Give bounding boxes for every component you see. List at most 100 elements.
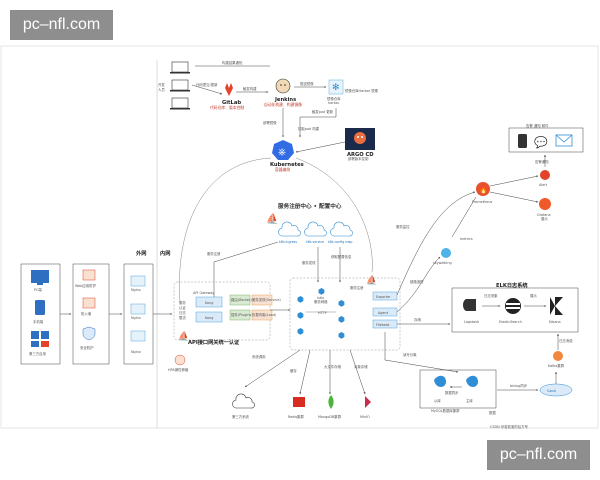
gateway-title: API Gateway <box>193 291 214 295</box>
zone-outer-label: 外网 <box>136 249 146 257</box>
gateway-feature-0 <box>229 294 251 306</box>
argocd-pull2: 触发pod 更新 <box>312 109 334 114</box>
storage-db-label: 大文件存储 <box>324 364 342 369</box>
mysql-master-label: 主库 <box>466 398 473 403</box>
svg-text:Nginx: Nginx <box>131 316 141 320</box>
hpa: HPA弹性伸缩 <box>168 354 189 372</box>
watermark-bottom: pc–nfl.com <box>487 440 590 470</box>
elk-title: ELK日志系统 <box>496 281 528 289</box>
alert-icon <box>540 170 550 180</box>
gateway-register-label: 服务注册 <box>207 251 221 256</box>
kubernetes-desc: 容器编排 <box>275 167 290 172</box>
kibana: Kibana <box>549 297 563 324</box>
k8s-to-gateway-curve <box>179 157 272 303</box>
logstash-name: Logstash <box>464 320 479 324</box>
canal-name: Canal <box>547 389 556 393</box>
svg-text:⎈: ⎈ <box>278 147 286 158</box>
svg-text:Agent: Agent <box>378 311 389 315</box>
agent-to-skywalking <box>396 256 441 313</box>
trigger-label: 触发构建 <box>243 86 257 91</box>
mysql-read-label: 读写分离 <box>403 352 417 357</box>
registry-item-0: k8s ingress <box>278 221 301 244</box>
alert-title: 告警 通知 邮件 <box>526 123 549 128</box>
zone-inner-label: 内网 <box>160 249 170 257</box>
pod-icon: ⬢ <box>338 331 345 340</box>
edge-security: 安全防护 <box>80 326 96 350</box>
svg-text:k8s config map: k8s config map <box>328 240 352 244</box>
binlog-label: binlog同步 <box>510 383 528 388</box>
pull-pod-arrow <box>299 108 337 138</box>
client-mobile[interactable]: 手机端 <box>33 300 45 324</box>
mail-icon <box>555 134 573 147</box>
hpa-icon <box>174 354 186 366</box>
kubernetes-name: Kubernetes <box>270 162 304 168</box>
elasticsearch-name: ElasticSearch <box>499 320 522 324</box>
istio-icon: ⬢ <box>318 287 325 296</box>
prom-to-alert <box>489 175 539 187</box>
skywalking-desc: 链路追踪 <box>410 279 424 284</box>
alert-channels-box <box>508 127 584 153</box>
elk-show-label: 展示 <box>530 293 537 298</box>
pod-icon: ⬢ <box>297 295 304 304</box>
skywalking-icon <box>441 248 451 258</box>
diagram-frame <box>0 45 599 429</box>
exporter-to-prometheus <box>396 191 476 296</box>
harbor: ✻ 镜像仓库 harbor 镜像仓库Harbor 镜像 <box>327 79 379 105</box>
storage-third: 第三方系统 <box>232 393 255 419</box>
prometheus-name: Prometheus <box>472 200 492 204</box>
svg-text:认证: 认证 <box>179 305 186 310</box>
docker-icon: ⛵ <box>266 212 278 225</box>
elk-collect-label: 日志采集 <box>484 293 498 298</box>
argocd-name: ARGO CD <box>347 152 374 158</box>
redis-icon <box>293 397 305 407</box>
gitlab-name: GitLab <box>222 100 241 106</box>
mysql-box <box>419 369 497 409</box>
config2-label: 获取配置信息 <box>331 254 352 259</box>
architecture-diagram: 外网 内网 开发 人员 构建结果通知 代码提交/更新 GitLab 代码仓库、版… <box>0 45 599 429</box>
harbor-name: 镜像仓库 <box>327 96 341 101</box>
client-pc[interactable]: PC端 <box>31 270 49 292</box>
watermark-top: pc–nfl.com <box>10 10 113 40</box>
storage-redis: Redis集群 <box>288 397 305 419</box>
docker-icon-gateway: ⛵ <box>178 330 189 342</box>
nginx-node-2: Nginx <box>130 330 146 354</box>
elk-box <box>451 287 579 333</box>
push-label: 代码提交/更新 <box>196 82 218 87</box>
argocd-k8s-arrow <box>295 141 346 153</box>
svg-text:服务发现(Service): 服务发现(Service) <box>252 297 281 302</box>
edge-firewall: 防火墙 <box>81 297 96 316</box>
cluster-container <box>289 277 401 351</box>
svg-text:防火墙: 防火墙 <box>81 311 92 316</box>
svg-text:插件(Plugins): 插件(Plugins) <box>231 312 253 317</box>
gateway-feature-3 <box>251 309 273 321</box>
svg-text:安全防护: 安全防护 <box>80 345 94 350</box>
grafana: Grafana 展示 <box>537 198 551 221</box>
kibana-icon <box>550 297 563 315</box>
svg-text:日志: 日志 <box>179 310 186 315</box>
gitlab-desc: 代码仓库、版本控制 <box>210 105 244 110</box>
storage-call-label: 系统调用 <box>252 354 266 359</box>
svg-text:第三方应用: 第三方应用 <box>29 351 46 356</box>
gateway-footer: API接口网关统一认证 <box>188 338 240 346</box>
svg-text:istio: istio <box>317 296 324 300</box>
registry-item-1: k8s service <box>304 221 327 244</box>
gitlab-icon <box>225 83 233 96</box>
svg-text:Kong: Kong <box>205 316 213 320</box>
prom-metrics-label: metrics <box>460 237 473 241</box>
storage-obj-label: 对象存储 <box>354 364 368 369</box>
mysql-master: 主库 <box>466 375 478 403</box>
mongodb-icon <box>328 395 334 409</box>
client-third[interactable]: 第三方应用 <box>29 331 49 356</box>
service-exporter <box>372 291 398 301</box>
cluster-register-label: 服务注册 <box>350 285 364 290</box>
grafana-desc: 展示 <box>541 216 548 221</box>
prom-monitor-label: 服务监控 <box>396 224 410 229</box>
developers-label: 开发 <box>158 82 165 87</box>
nginx-icon <box>130 303 146 315</box>
pod-column-left: ⬢ ⬢ ⬢ <box>297 295 304 336</box>
svg-text:负载均衡(Load): 负载均衡(Load) <box>252 312 277 317</box>
monitor-icon <box>31 270 49 283</box>
nginx-node-0: Nginx <box>130 275 146 292</box>
kafka-name: Kafka集群 <box>548 363 565 368</box>
svg-text:harbor: harbor <box>328 101 340 105</box>
